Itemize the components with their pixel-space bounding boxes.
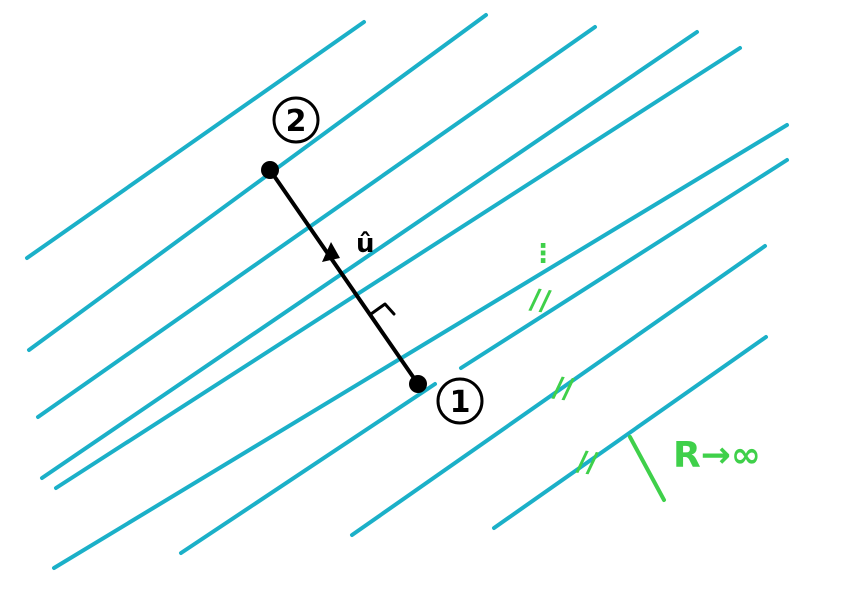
right-angle-mark <box>369 302 396 316</box>
point-1-label: 1 <box>436 377 484 425</box>
parallel-mark: // <box>575 444 601 480</box>
unit-vector-arrowhead <box>322 242 340 262</box>
point-1-label-text: 1 <box>450 385 471 420</box>
wavefront-line <box>350 244 767 537</box>
parallel-mark: // <box>551 370 577 406</box>
point-2-label-text: 2 <box>286 104 307 139</box>
point-1-dot <box>409 375 427 393</box>
wavefront-line <box>36 25 597 419</box>
wavefront-line <box>27 13 488 352</box>
wavefront-line <box>25 20 366 260</box>
wavefront-line <box>40 30 699 480</box>
wavefront-line <box>54 46 742 490</box>
limit-label: R→∞ <box>673 435 761 476</box>
wavefront-line <box>52 123 789 570</box>
continuation-dots: ⋮ <box>530 239 556 269</box>
unit-vector-label: û <box>356 229 375 259</box>
point-2-label: 2 <box>272 96 320 144</box>
point-2-dot <box>261 161 279 179</box>
separation-vector <box>268 168 420 386</box>
wavefront-line <box>492 335 768 530</box>
wavefront-line <box>459 158 789 370</box>
wavefront-line <box>179 382 437 555</box>
wavefront-lines <box>25 13 789 570</box>
distance-tick <box>628 435 666 502</box>
